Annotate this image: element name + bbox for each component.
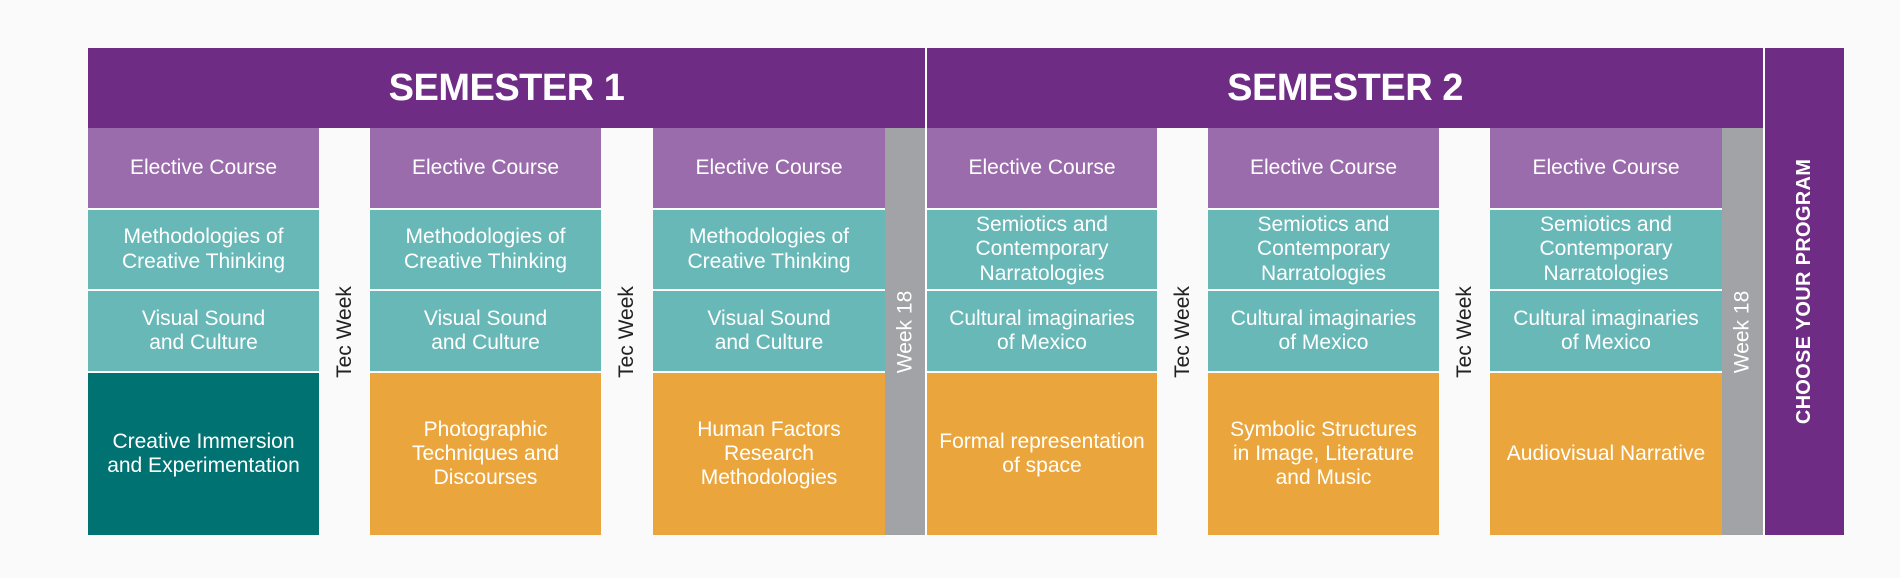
course-cell: Methodologies of Creative Thinking xyxy=(88,210,319,291)
course-cell: Semiotics and Contemporary Narratologies xyxy=(1490,210,1722,291)
course-cell: Elective Course xyxy=(88,128,319,210)
course-cell: Elective Course xyxy=(1208,128,1439,210)
semester-divider xyxy=(925,48,927,535)
program-divider xyxy=(1763,48,1765,535)
tec-week-label: Tec Week xyxy=(615,285,639,378)
tec-week-column: Tec Week xyxy=(1157,128,1208,535)
semester-2-header: SEMESTER 2 xyxy=(927,48,1763,128)
week-18-label: Week 18 xyxy=(893,290,916,373)
week-18-label: Week 18 xyxy=(1730,290,1754,373)
course-cell: Symbolic Structures in Image, Literature… xyxy=(1208,373,1439,535)
course-cell: Visual Sound and Culture xyxy=(88,291,319,373)
course-cell: Visual Sound and Culture xyxy=(653,291,885,373)
course-cell: Audiovisual Narrative xyxy=(1490,373,1722,535)
tec-week-label: Tec Week xyxy=(1452,285,1476,378)
course-cell: Semiotics and Contemporary Narratologies xyxy=(1208,210,1439,291)
tec-week-label: Tec Week xyxy=(1170,285,1194,378)
course-cell: Semiotics and Contemporary Narratologies xyxy=(927,210,1157,291)
tec-week-column: Tec Week xyxy=(601,128,653,535)
semester-1-header: SEMESTER 1 xyxy=(88,48,925,128)
choose-your-program-panel: CHOOSE YOUR PROGRAM xyxy=(1765,48,1844,535)
tec-week-column: Tec Week xyxy=(1439,128,1490,535)
tec-week-column: Tec Week xyxy=(319,128,370,535)
course-cell: Cultural imaginaries of Mexico xyxy=(927,291,1157,373)
course-cell: Methodologies of Creative Thinking xyxy=(653,210,885,291)
course-cell: Visual Sound and Culture xyxy=(370,291,601,373)
course-cell: Elective Course xyxy=(1490,128,1722,210)
semester-1-title: SEMESTER 1 xyxy=(388,66,625,109)
course-cell: Methodologies of Creative Thinking xyxy=(370,210,601,291)
course-cell: Photographic Techniques and Discourses xyxy=(370,373,601,535)
course-cell: Cultural imaginaries of Mexico xyxy=(1208,291,1439,373)
tec-week-label: Tec Week xyxy=(332,285,356,378)
course-cell: Creative Immersion and Experimentation xyxy=(88,373,319,535)
course-cell: Elective Course xyxy=(653,128,885,210)
course-cell: Elective Course xyxy=(927,128,1157,210)
week-18-column: Week 18 xyxy=(1722,128,1763,535)
course-cell: Formal representation of space xyxy=(927,373,1157,535)
choose-your-program-label: CHOOSE YOUR PROGRAM xyxy=(1793,158,1816,425)
course-cell: Elective Course xyxy=(370,128,601,210)
week-18-column: Week 18 xyxy=(885,128,925,535)
semester-2-title: SEMESTER 2 xyxy=(1227,66,1463,109)
course-cell: Cultural imaginaries of Mexico xyxy=(1490,291,1722,373)
course-cell: Human Factors Research Methodologies xyxy=(653,373,885,535)
